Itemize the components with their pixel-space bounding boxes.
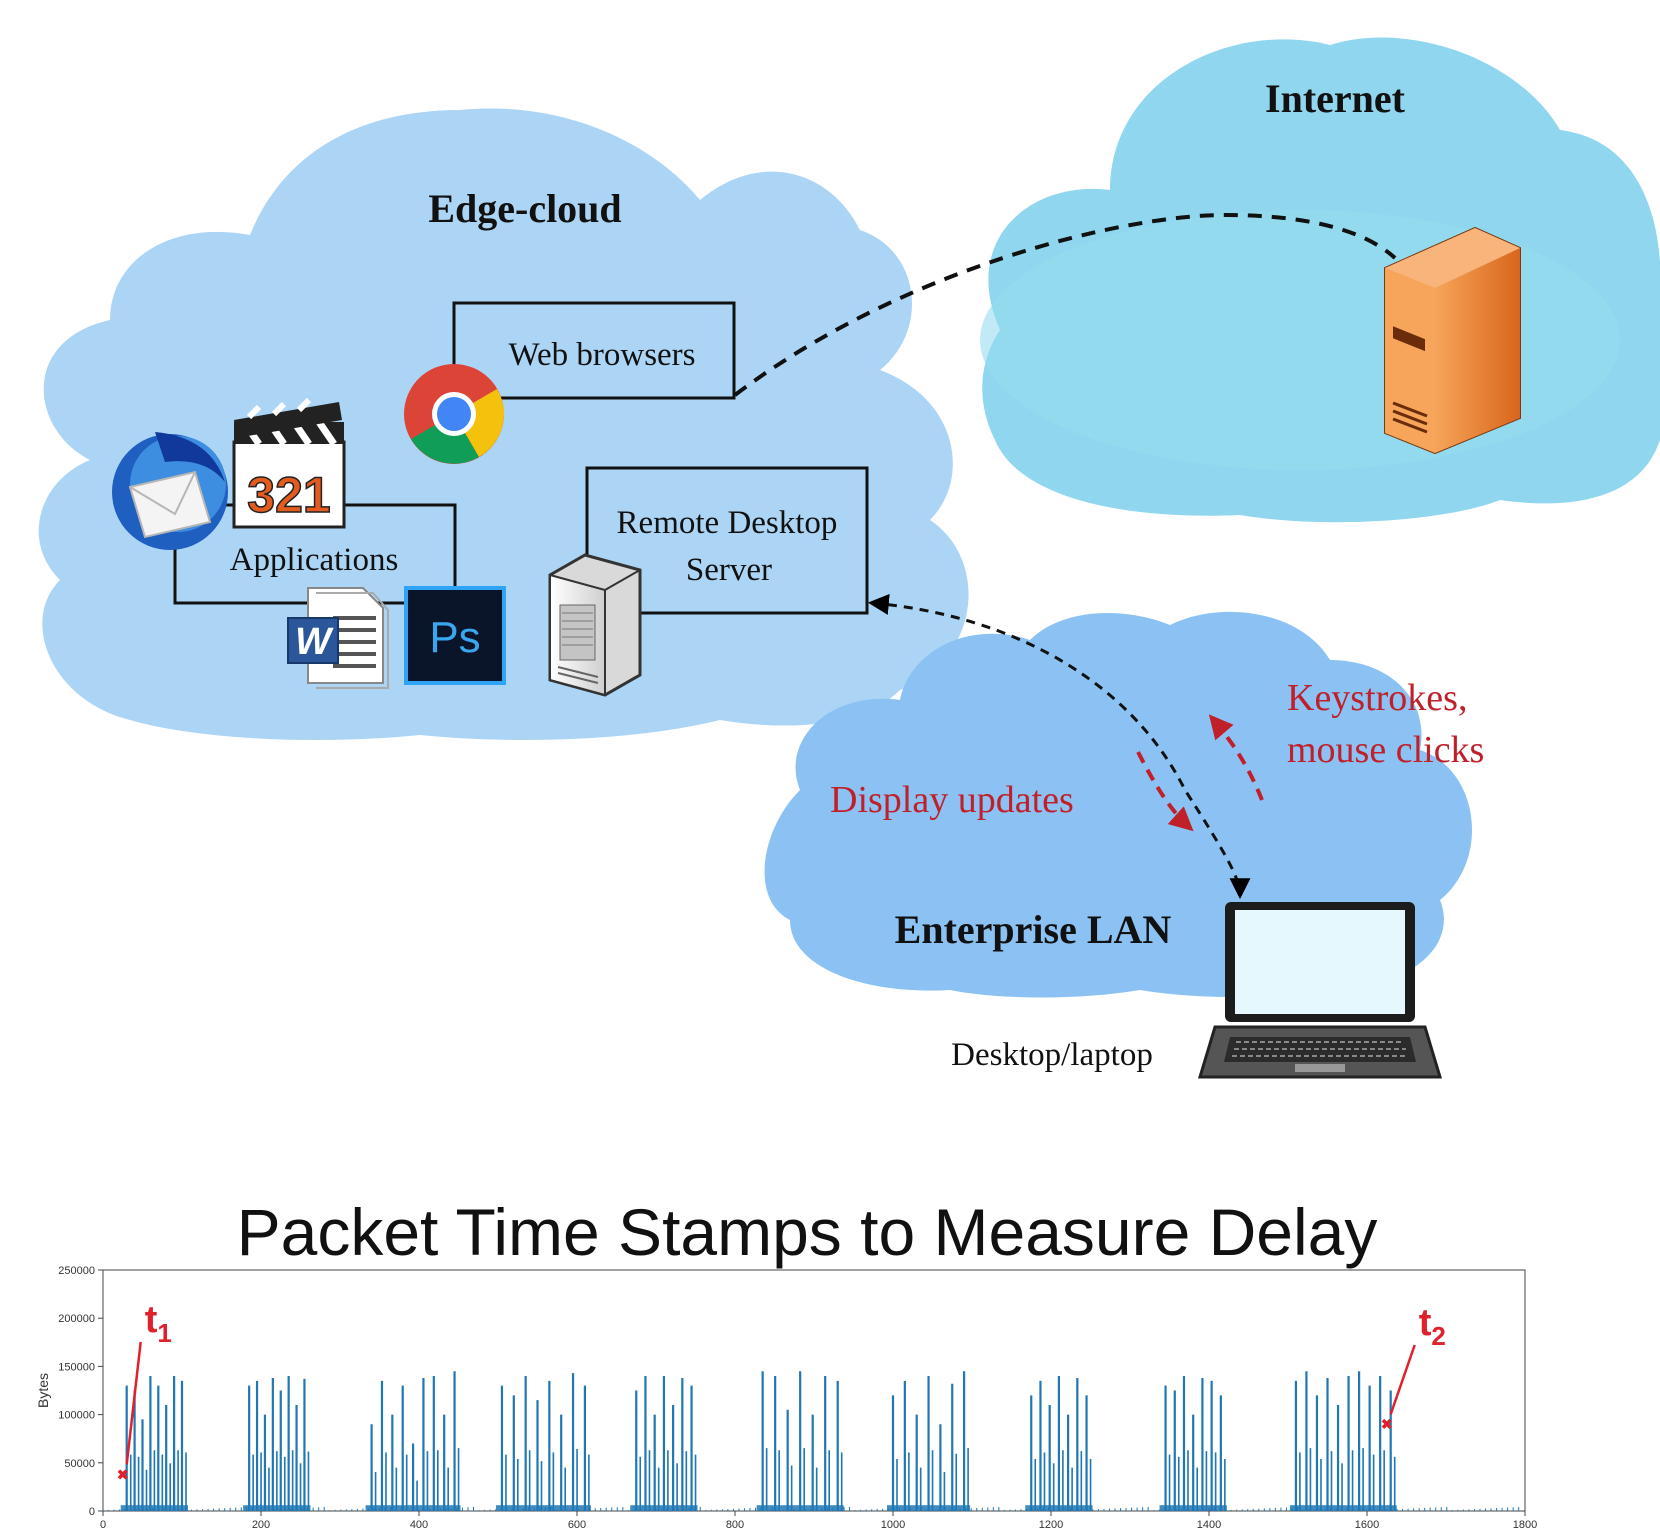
applications-label: Applications	[230, 542, 399, 578]
chrome-icon	[404, 364, 504, 464]
marker-pointer	[1389, 1344, 1416, 1415]
display-updates-arrow	[1136, 751, 1194, 832]
web-to-internet-link	[733, 212, 1397, 397]
rds-label-line2: Server	[686, 552, 772, 588]
y-tick-label: 50000	[64, 1458, 95, 1470]
x-tick-label: 1600	[1355, 1519, 1379, 1531]
remote-desktop-server-icon	[548, 553, 642, 697]
marker-label: t1	[145, 1299, 172, 1348]
marker-label: t2	[1419, 1302, 1446, 1351]
x-tick-label: 1000	[881, 1519, 905, 1531]
x-tick-label: 1800	[1513, 1519, 1537, 1531]
web-browsers-label: Web browsers	[508, 337, 695, 373]
remote-desktop-box: Remote Desktop Server	[585, 466, 869, 615]
x-tick-label: 600	[568, 1519, 586, 1531]
ps-letters: Ps	[429, 613, 480, 662]
y-tick-label: 250000	[58, 1265, 95, 1277]
rds-label-line1: Remote Desktop	[617, 505, 838, 541]
keystrokes-arrow	[1208, 714, 1264, 801]
marker-pointer	[125, 1341, 142, 1465]
desktop-laptop-label: Desktop/laptop	[951, 1037, 1153, 1073]
rds-to-laptop-link	[867, 594, 1251, 900]
marker-x: ✖	[117, 1466, 129, 1482]
x-tick-label: 200	[252, 1519, 270, 1531]
word-document-icon: W	[287, 587, 389, 689]
internet-server-icon	[1384, 226, 1521, 455]
clapper-digits: 321	[247, 467, 330, 523]
y-tick-label: 0	[89, 1506, 95, 1518]
edge-cloud-label: Edge-cloud	[428, 186, 621, 231]
plot-frame	[102, 1269, 1526, 1512]
word-letter: W	[295, 621, 334, 663]
chart-title: Packet Time Stamps to Measure Delay	[237, 1195, 1378, 1269]
y-tick-label: 150000	[58, 1361, 95, 1373]
display-updates-label: Display updates	[830, 779, 1074, 821]
web-browsers-box: Web browsers	[452, 301, 736, 400]
photoshop-icon: Ps	[404, 586, 506, 685]
internet-label: Internet	[1265, 76, 1406, 121]
packet-chart: 0 50000 100000 150000 200000 250000 0 200 400 600…	[35, 1265, 1537, 1531]
burst-baseline	[495, 1505, 591, 1511]
x-tick-label: 1200	[1039, 1519, 1063, 1531]
media-player-icon: 321	[232, 397, 346, 529]
marker-x: ✖	[1381, 1416, 1393, 1432]
y-tick-label: 200000	[58, 1313, 95, 1325]
keystrokes-label-line1: Keystrokes,	[1287, 677, 1467, 719]
bar-series	[102, 1371, 1525, 1511]
keystrokes-label-line2: mouse clicks	[1287, 729, 1484, 771]
burst-baseline	[1289, 1505, 1397, 1511]
enterprise-lan-label: Enterprise LAN	[895, 907, 1172, 952]
y-axis-label: Bytes	[35, 1373, 51, 1408]
x-tick-label: 800	[726, 1519, 744, 1531]
x-tick-label: 0	[100, 1519, 106, 1531]
thunderbird-icon	[112, 432, 228, 550]
y-tick-label: 100000	[58, 1410, 95, 1422]
x-tick-label: 400	[410, 1519, 428, 1531]
laptop-icon	[1197, 902, 1443, 1079]
edge-cloud	[38, 108, 969, 740]
x-tick-label: 1400	[1197, 1519, 1221, 1531]
